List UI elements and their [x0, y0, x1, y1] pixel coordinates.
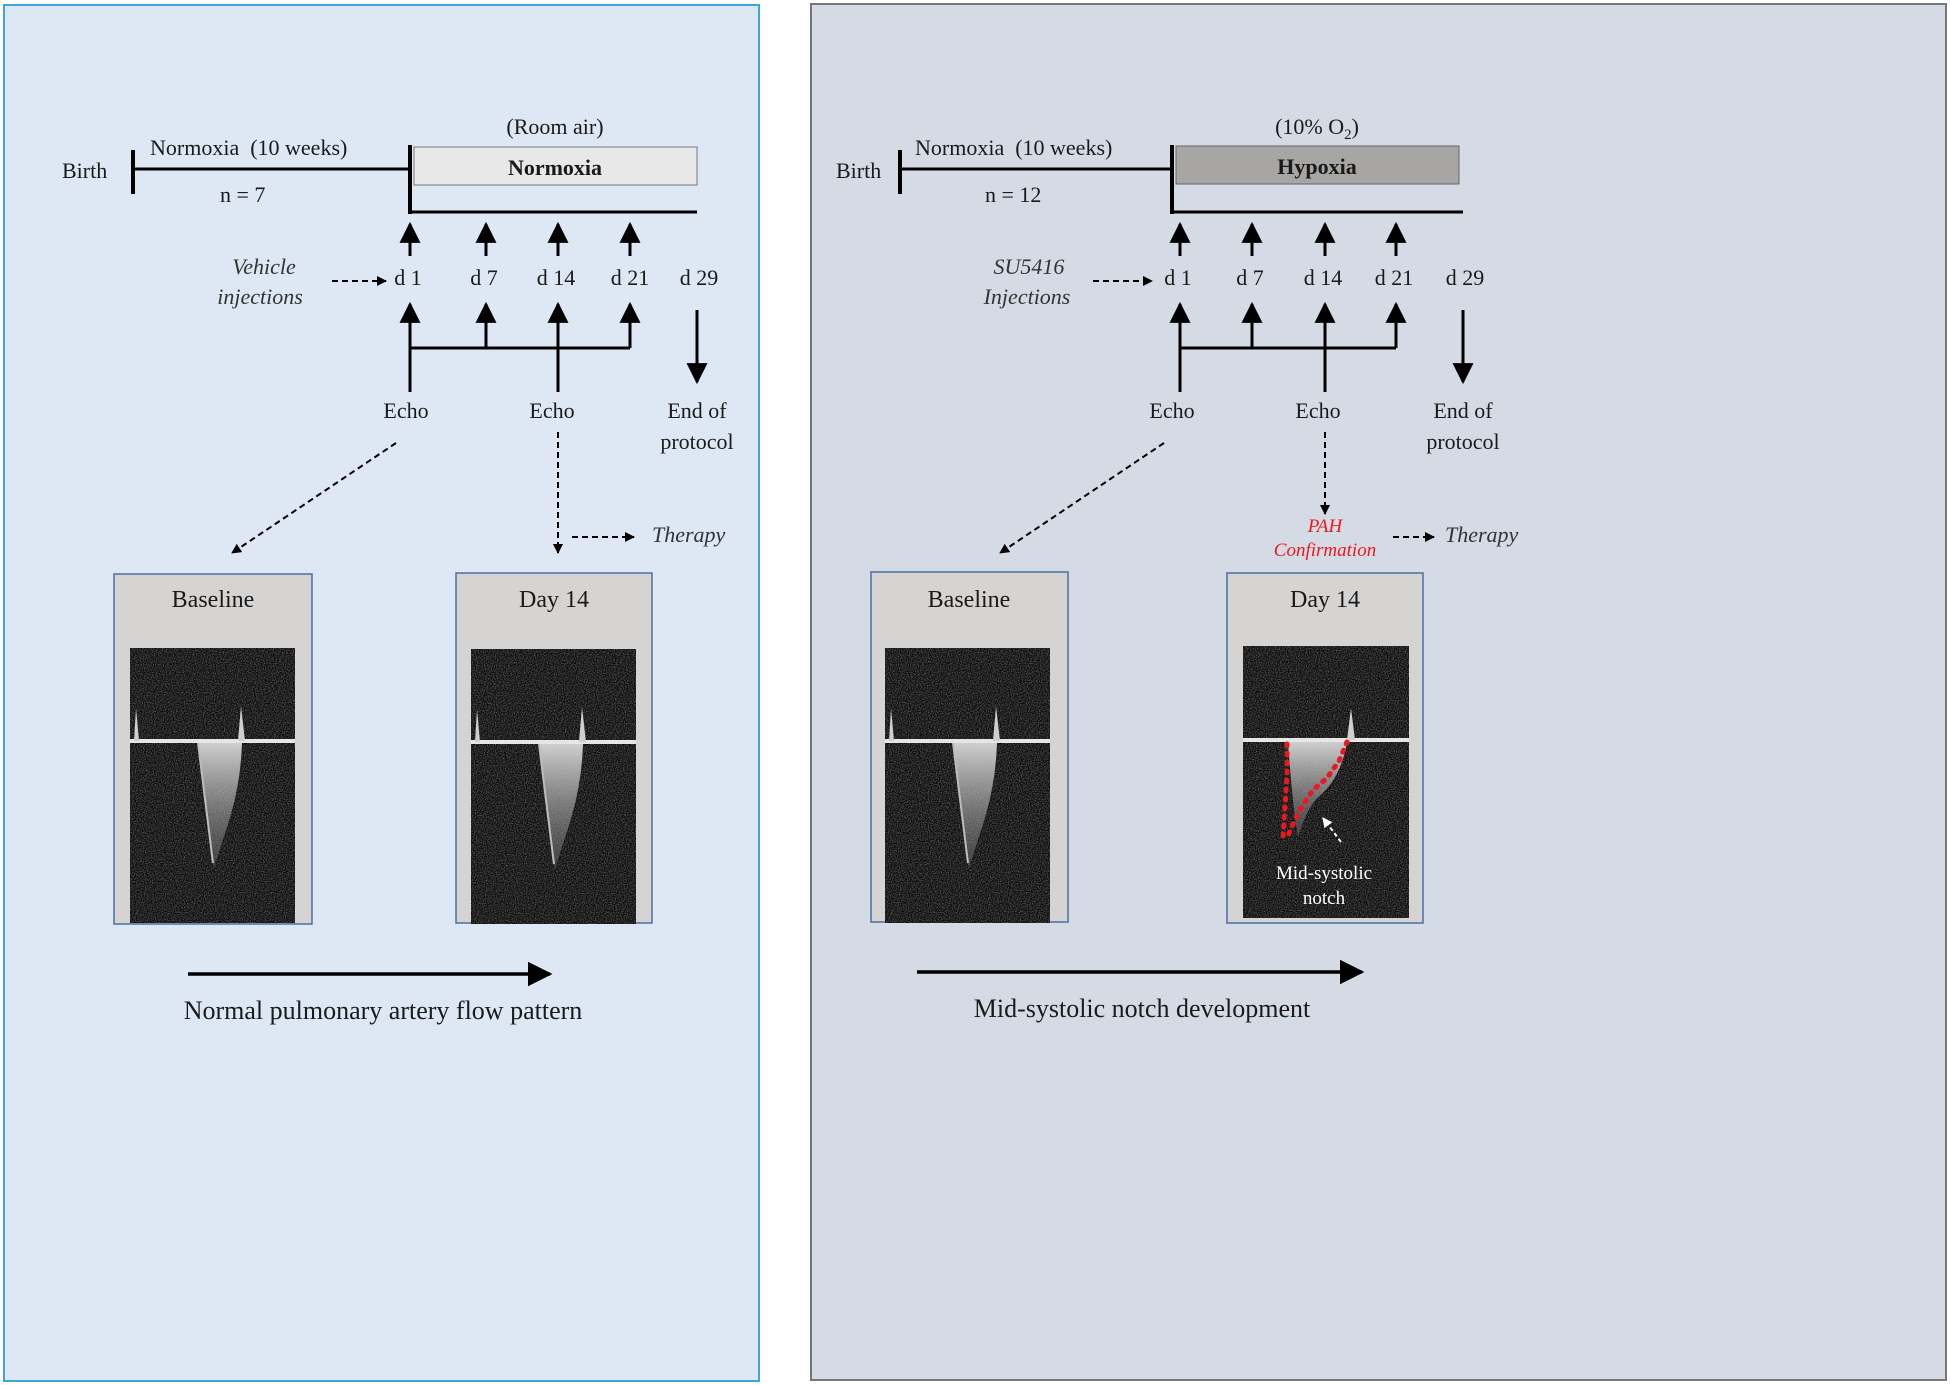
end-label-line2: protocol — [660, 429, 733, 454]
hypoxia-condition-box — [1175, 145, 1460, 185]
day-label: d 1 — [394, 265, 422, 290]
therapy-label: Therapy — [1445, 522, 1519, 547]
condition-note-end: ) — [1352, 114, 1359, 139]
birth-label: Birth — [836, 158, 881, 183]
notch-label-line2: notch — [1303, 888, 1346, 909]
baseline-dashed-arrow — [231, 442, 397, 554]
baseline-title: Baseline — [928, 587, 1011, 613]
echo-bracket — [1178, 346, 1396, 392]
confirmation-label-line1: PAH — [1307, 516, 1344, 537]
day-label: d 7 — [470, 265, 498, 290]
injection-label-line1: Vehicle — [232, 254, 296, 279]
normoxia-period-label: Normoxia (10 weeks) — [915, 135, 1112, 160]
injection-arrows — [1169, 221, 1407, 256]
condition-note-main: (10% O — [1275, 114, 1344, 139]
therapy-label: Therapy — [652, 522, 726, 547]
echo-arrows — [1169, 301, 1407, 348]
right-caption: Mid-systolic notch development — [974, 994, 1311, 1023]
notch-outline — [1280, 739, 1350, 841]
injection-label-line2: injections — [217, 284, 303, 309]
echo-label: Echo — [1295, 398, 1340, 423]
left-caption: Normal pulmonary artery flow pattern — [184, 996, 583, 1025]
day-label: d 7 — [1236, 265, 1264, 290]
echo-bracket — [408, 346, 630, 392]
day-label: d 21 — [611, 265, 650, 290]
end-label-line1: End of — [667, 398, 727, 423]
injection-label-line1: SU5416 — [994, 254, 1065, 279]
echo-label: Echo — [529, 398, 574, 423]
day14-title: Day 14 — [1290, 587, 1360, 613]
condition-label: Hypoxia — [1277, 154, 1356, 179]
echo-label: Echo — [383, 398, 428, 423]
left-panel: Birth Normoxia (10 weeks) n = 7 (Room ai… — [3, 4, 760, 1382]
condition-note-label: (10% O2) — [1275, 114, 1359, 143]
end-label-line1: End of — [1433, 398, 1493, 423]
right-timeline — [898, 145, 1463, 214]
injection-arrows — [399, 221, 641, 256]
notch-label-line1: Mid-systolic — [1276, 863, 1372, 884]
baseline-title: Baseline — [172, 587, 255, 613]
injection-label-line2: Injections — [983, 284, 1071, 309]
condition-label: Normoxia — [508, 155, 602, 180]
baseline-doppler-image — [885, 648, 1050, 923]
day-label: d 1 — [1164, 265, 1192, 290]
day-label: d 14 — [537, 265, 576, 290]
echo-arrows — [399, 301, 641, 348]
baseline-dashed-arrow — [999, 442, 1165, 554]
end-label-line2: protocol — [1426, 429, 1499, 454]
notch-pointer-arrow — [1322, 817, 1342, 843]
birth-label: Birth — [62, 158, 107, 183]
baseline-doppler-image — [130, 648, 295, 923]
normoxia-condition-box — [413, 146, 698, 186]
day-label: d 21 — [1375, 265, 1414, 290]
normoxia-period-label: Normoxia (10 weeks) — [150, 135, 347, 160]
day14-notched-doppler-image: Mid-systolic notch — [1243, 646, 1409, 918]
sample-size-label: n = 7 — [220, 182, 265, 207]
day-label: d 14 — [1304, 265, 1343, 290]
day14-title: Day 14 — [519, 587, 589, 613]
sample-size-label: n = 12 — [985, 182, 1041, 207]
day-label: d 29 — [1446, 265, 1485, 290]
condition-note-label: (Room air) — [506, 114, 603, 139]
day-label: d 29 — [680, 265, 719, 290]
day14-doppler-image — [471, 649, 636, 924]
condition-note-subscript: 2 — [1344, 127, 1352, 143]
right-panel: Birth Normoxia (10 weeks) n = 12 (10% O2… — [810, 3, 1947, 1381]
confirmation-label-line2: Confirmation — [1274, 540, 1376, 561]
left-timeline — [131, 145, 697, 214]
echo-label: Echo — [1149, 398, 1194, 423]
